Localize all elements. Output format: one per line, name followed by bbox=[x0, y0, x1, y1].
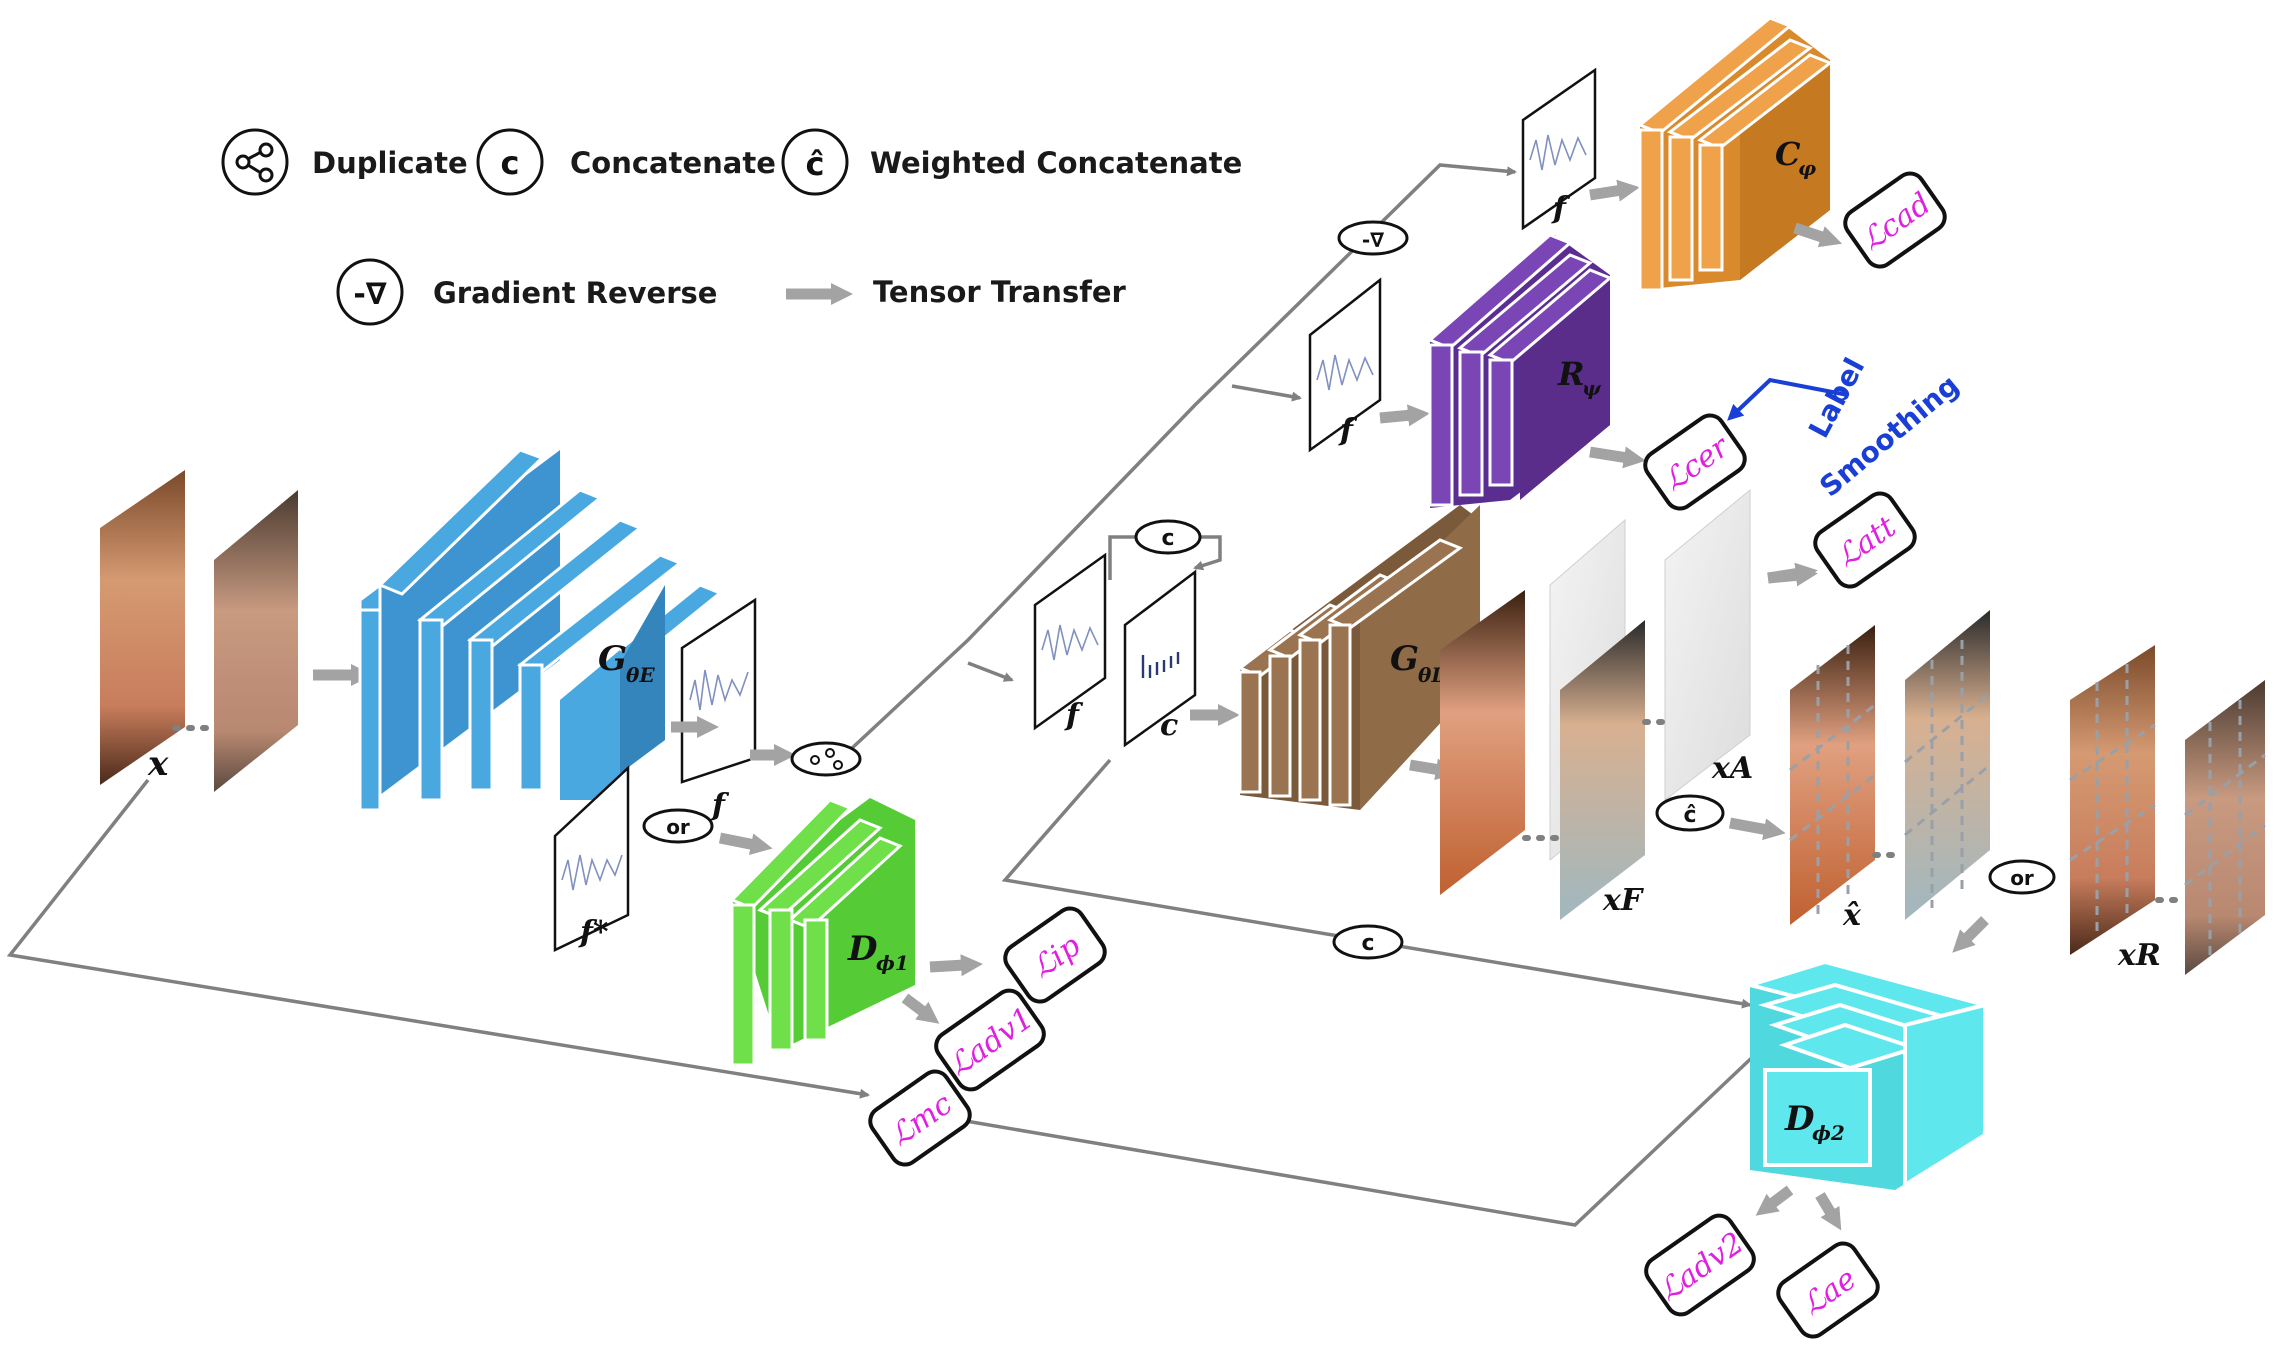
f-star-label: f* bbox=[578, 915, 609, 950]
f-to-regressor-line bbox=[1231, 384, 1302, 402]
classifier-label-sub: φ bbox=[1798, 156, 1816, 180]
encoder-label-sub: θE bbox=[626, 663, 655, 687]
x-to-mc-line bbox=[6, 778, 870, 1099]
encoder-network: G θE bbox=[358, 448, 723, 812]
xR-label: xR bbox=[2117, 938, 2161, 973]
gradient-reverse-node-text: -∇ bbox=[1362, 228, 1384, 252]
c-to-disc2-line bbox=[1001, 758, 1752, 1009]
weighted-concat-node bbox=[1655, 794, 1725, 832]
loss-att: ℒatt bbox=[1813, 491, 1917, 589]
legend-gradient-reverse-label: Gradient Reverse bbox=[433, 276, 717, 310]
x-label: x bbox=[147, 744, 169, 784]
or-node-2 bbox=[1988, 859, 2056, 895]
concat-node-lower-text: c bbox=[1361, 931, 1374, 956]
label-smoothing-line1: Label bbox=[1802, 352, 1871, 443]
classifier-label: C bbox=[1775, 135, 1801, 173]
feature-c-middle: c bbox=[1123, 569, 1197, 748]
f-label-encoder: f bbox=[710, 788, 730, 823]
x-hat-label: x̂ bbox=[1842, 898, 1862, 933]
f-to-decoder-line bbox=[967, 661, 1014, 682]
decoder-label: G bbox=[1390, 639, 1419, 679]
or-node-1-text: or bbox=[666, 815, 690, 839]
disc2-label-sub: ϕ2 bbox=[1812, 1121, 1845, 1145]
connections bbox=[6, 163, 1762, 1227]
loss-cad: ℒcad bbox=[1843, 171, 1947, 269]
weighted-concatenate-icon-symbol: ĉ bbox=[806, 145, 825, 183]
legend-duplicate-label: Duplicate bbox=[312, 146, 468, 180]
encoder-label: G bbox=[598, 639, 627, 679]
f-label-middle: f bbox=[1064, 698, 1084, 733]
label-smoothing-annotation: Label Smoothing bbox=[1727, 352, 1965, 503]
feature-f-star: f* bbox=[553, 765, 630, 952]
concat-loop-line bbox=[1108, 535, 1222, 580]
loss-cer: ℒcer bbox=[1643, 413, 1747, 511]
generated-faces: xF xA bbox=[1440, 488, 1753, 920]
gradient-reverse-icon-symbol: -∇ bbox=[353, 277, 386, 312]
disc2-to-mc-line bbox=[958, 1048, 1762, 1227]
xF-label: xF bbox=[1602, 883, 1645, 918]
f-to-classifier-line bbox=[848, 163, 1517, 752]
xA-label: xA bbox=[1711, 751, 1753, 786]
disc1-label: D bbox=[847, 929, 878, 969]
feature-f-encoder: f bbox=[671, 597, 796, 823]
c-label-middle: c bbox=[1160, 708, 1178, 743]
weighted-concat-node-text: ĉ bbox=[1683, 803, 1696, 828]
legend: Duplicate c Concatenate ĉ Weighted Conca… bbox=[221, 128, 1242, 326]
feature-f-middle: f bbox=[1033, 552, 1107, 733]
input-face-1 bbox=[100, 470, 185, 785]
concat-node-top bbox=[1134, 519, 1202, 555]
regressor-label-sub: ψ bbox=[1582, 376, 1602, 400]
input-faces: x bbox=[100, 470, 373, 792]
legend-weighted-concatenate-label: Weighted Concatenate bbox=[870, 146, 1242, 180]
or-node-1 bbox=[642, 808, 714, 844]
loss-adv2: ℒadv2 bbox=[1644, 1213, 1756, 1317]
discriminator-2-network: D ϕ2 bbox=[1742, 959, 1993, 1190]
concatenate-icon bbox=[476, 128, 544, 196]
gradient-reverse-icon bbox=[336, 258, 404, 326]
legend-tensor-transfer-label: Tensor Transfer bbox=[873, 275, 1126, 309]
duplicate-node-icon bbox=[790, 741, 862, 777]
x-hat-faces: x̂ bbox=[1789, 610, 1991, 933]
x-real-faces: xR bbox=[2069, 645, 2266, 975]
legend-concatenate-label: Concatenate bbox=[570, 146, 776, 180]
loss-mc: ℒmc bbox=[868, 1069, 972, 1167]
feature-f-classifier: f bbox=[1521, 67, 1597, 231]
discriminator-1-network: D ϕ1 bbox=[729, 798, 915, 1067]
concat-node-lower bbox=[1332, 924, 1404, 960]
feature-f-regressor: f bbox=[1308, 277, 1382, 453]
concatenate-icon-symbol: c bbox=[501, 144, 520, 182]
regressor-network: R ψ bbox=[1427, 233, 1613, 508]
weighted-concatenate-icon bbox=[781, 128, 849, 196]
duplicate-icon bbox=[221, 128, 289, 196]
disc2-label: D bbox=[1784, 1099, 1815, 1139]
gradient-reverse-node bbox=[1337, 220, 1409, 256]
classifier-network: C φ bbox=[1637, 16, 1833, 292]
or-node-2-text: or bbox=[2010, 866, 2034, 890]
loss-ae: ℒae bbox=[1776, 1241, 1880, 1339]
disc1-label-sub: ϕ1 bbox=[876, 951, 909, 975]
regressor-label: R bbox=[1557, 355, 1585, 393]
concat-node-top-text: c bbox=[1161, 526, 1174, 551]
decoder-network: G θD bbox=[1236, 505, 1480, 810]
loss-ip: ℒip bbox=[1003, 906, 1107, 1004]
input-face-2 bbox=[214, 490, 298, 792]
